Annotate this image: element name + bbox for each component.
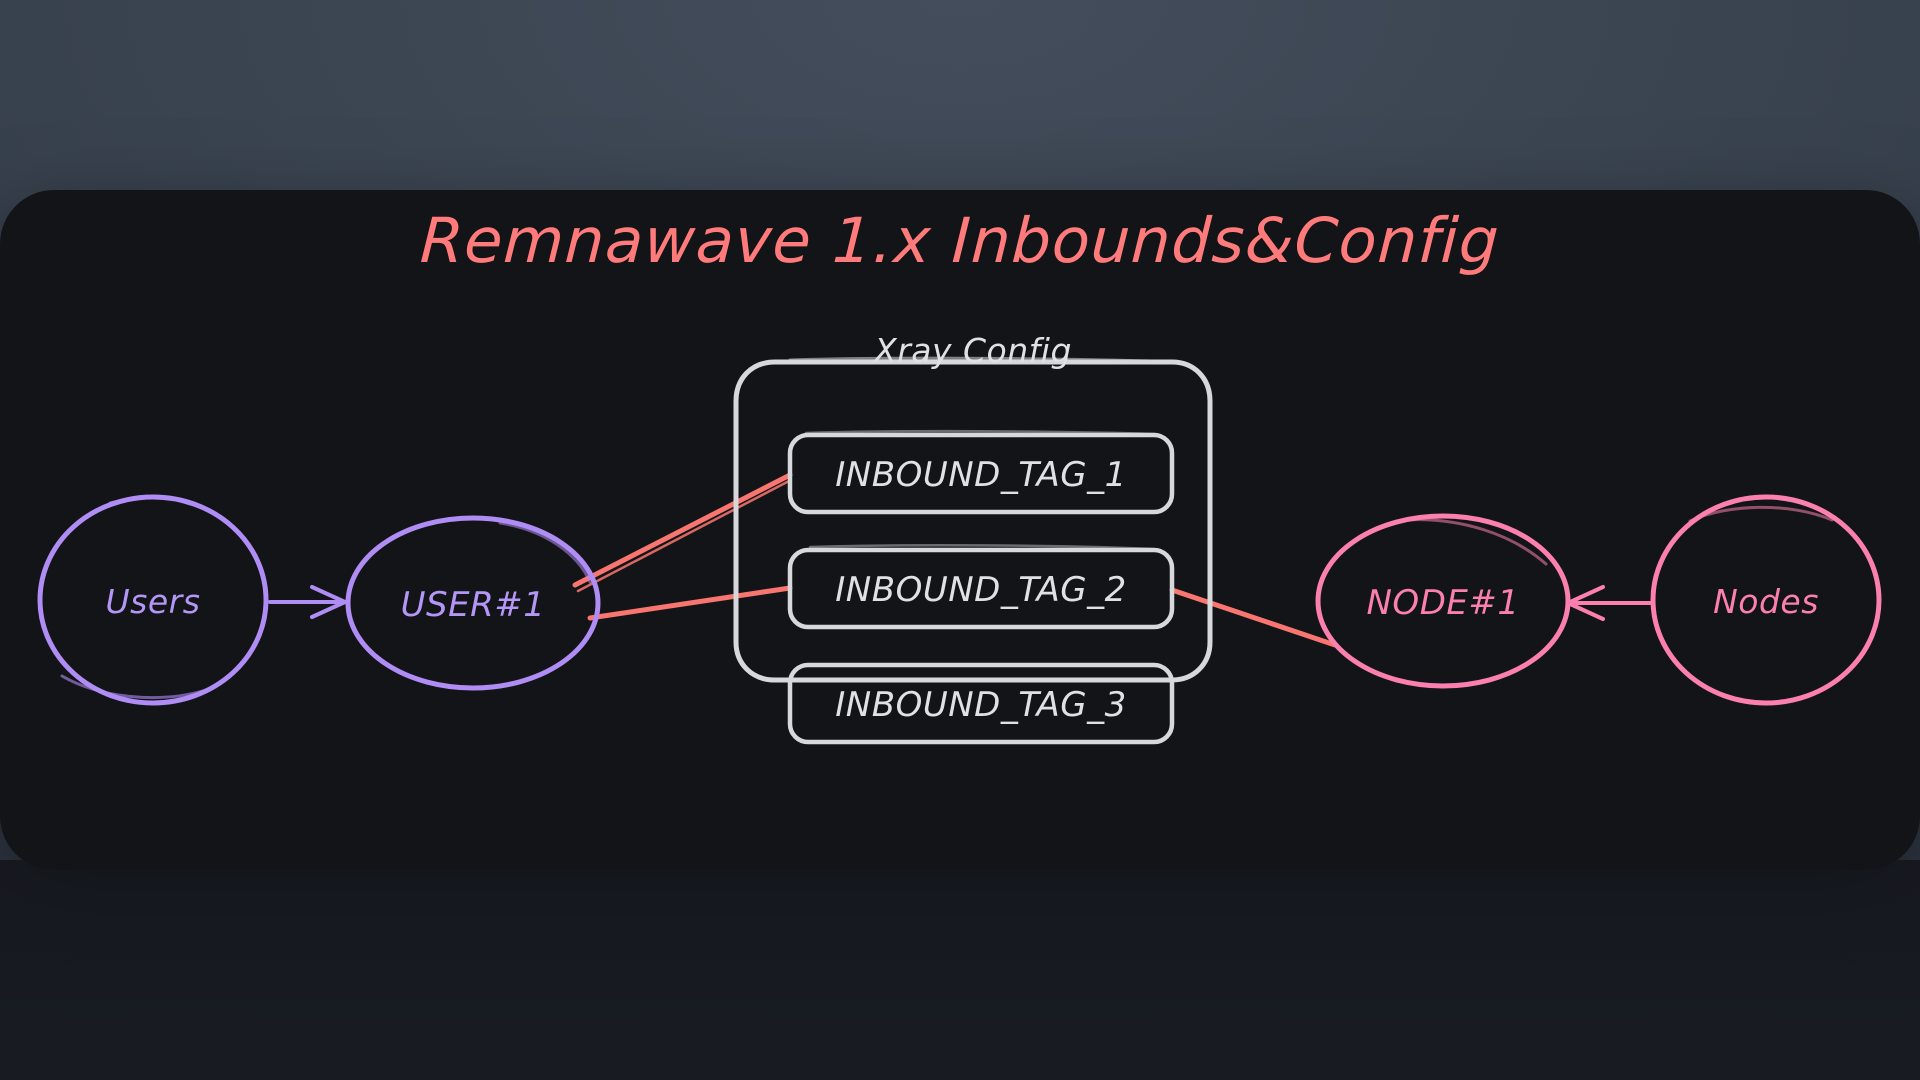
inbound-tag-2-label: INBOUND_TAG_2 <box>835 570 1126 610</box>
xray-config-label: Xray Config <box>872 331 1072 370</box>
edge-users-to-user1 <box>268 585 347 619</box>
edge-nodes-to-node1 <box>1566 585 1652 621</box>
node-nodes-label: Nodes <box>1713 582 1819 621</box>
inbound-tag-1-box[interactable]: INBOUND_TAG_1 <box>787 429 1175 515</box>
diagram-panel-inner: Remnawave 1.x Inbounds&Config <box>0 190 1920 870</box>
diagram-svg: Xray Config INBOUND_TAG_1 INBOUND_TAG_2 <box>37 331 1882 745</box>
edge-user1-to-tag2 <box>587 585 793 621</box>
node-node1[interactable]: NODE#1 <box>1315 513 1571 689</box>
node-node1-label: NODE#1 <box>1367 583 1520 623</box>
edge-user1-to-tag1 <box>572 472 793 593</box>
edge-tag2-to-node1 <box>1169 587 1338 648</box>
inbound-tag-3-label: INBOUND_TAG_3 <box>835 685 1126 725</box>
inbound-tag-1-label: INBOUND_TAG_1 <box>835 455 1126 495</box>
node-users[interactable]: Users <box>37 494 269 706</box>
node-user1-label: USER#1 <box>401 585 546 625</box>
inbound-tag-3-box[interactable]: INBOUND_TAG_3 <box>787 662 1175 745</box>
diagram-panel: Remnawave 1.x Inbounds&Config <box>0 190 1920 870</box>
inbound-tag-2-box[interactable]: INBOUND_TAG_2 <box>787 544 1175 630</box>
lower-shadow <box>0 860 1920 1080</box>
node-nodes[interactable]: Nodes <box>1650 494 1882 706</box>
node-user1[interactable]: USER#1 <box>345 515 601 691</box>
node-users-label: Users <box>106 582 201 621</box>
